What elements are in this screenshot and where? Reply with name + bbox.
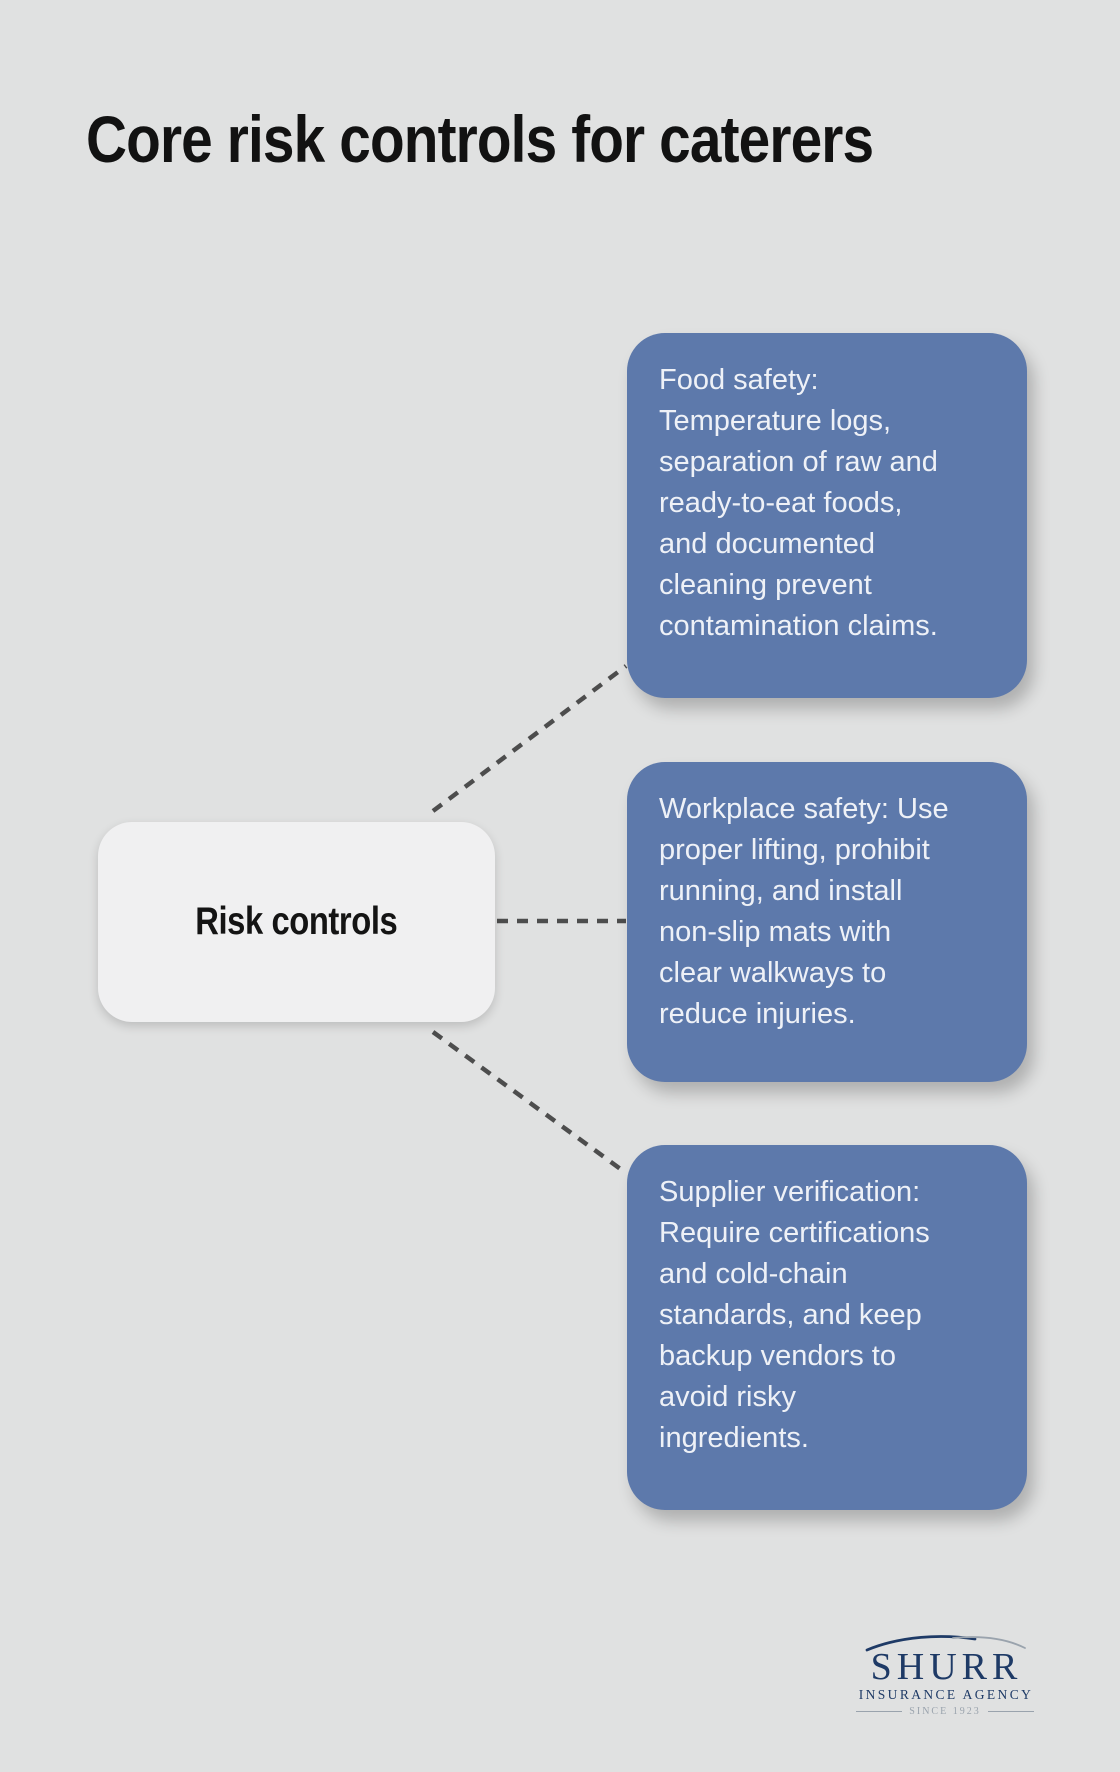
root-node-risk-controls: Risk controls [98, 822, 495, 1022]
logo-subtitle: INSURANCE AGENCY [858, 1687, 1034, 1702]
logo-swoosh-icon [865, 1635, 1026, 1652]
logo-since-row: SINCE 1923 [856, 1706, 1034, 1717]
connector-supplier-verification [431, 1030, 628, 1175]
node-food-safety: Food safety: Temperature logs, separatio… [627, 333, 1027, 698]
shurr-logo: SHURR INSURANCE AGENCY SINCE 1923 [856, 1632, 1034, 1717]
logo-since-rule-left [856, 1711, 903, 1712]
node-workplace-safety: Workplace safety: Use proper lifting, pr… [627, 762, 1027, 1082]
logo-name: SHURR [870, 1646, 1023, 1688]
root-node-label: Risk controls [195, 900, 398, 943]
logo-since-rule-right [987, 1711, 1034, 1712]
node-supplier-verification: Supplier verification: Require certifica… [627, 1145, 1027, 1510]
logo-since-text: SINCE 1923 [909, 1706, 981, 1717]
connector-food-safety [431, 664, 628, 813]
page-title: Core risk controls for caterers [86, 102, 874, 176]
